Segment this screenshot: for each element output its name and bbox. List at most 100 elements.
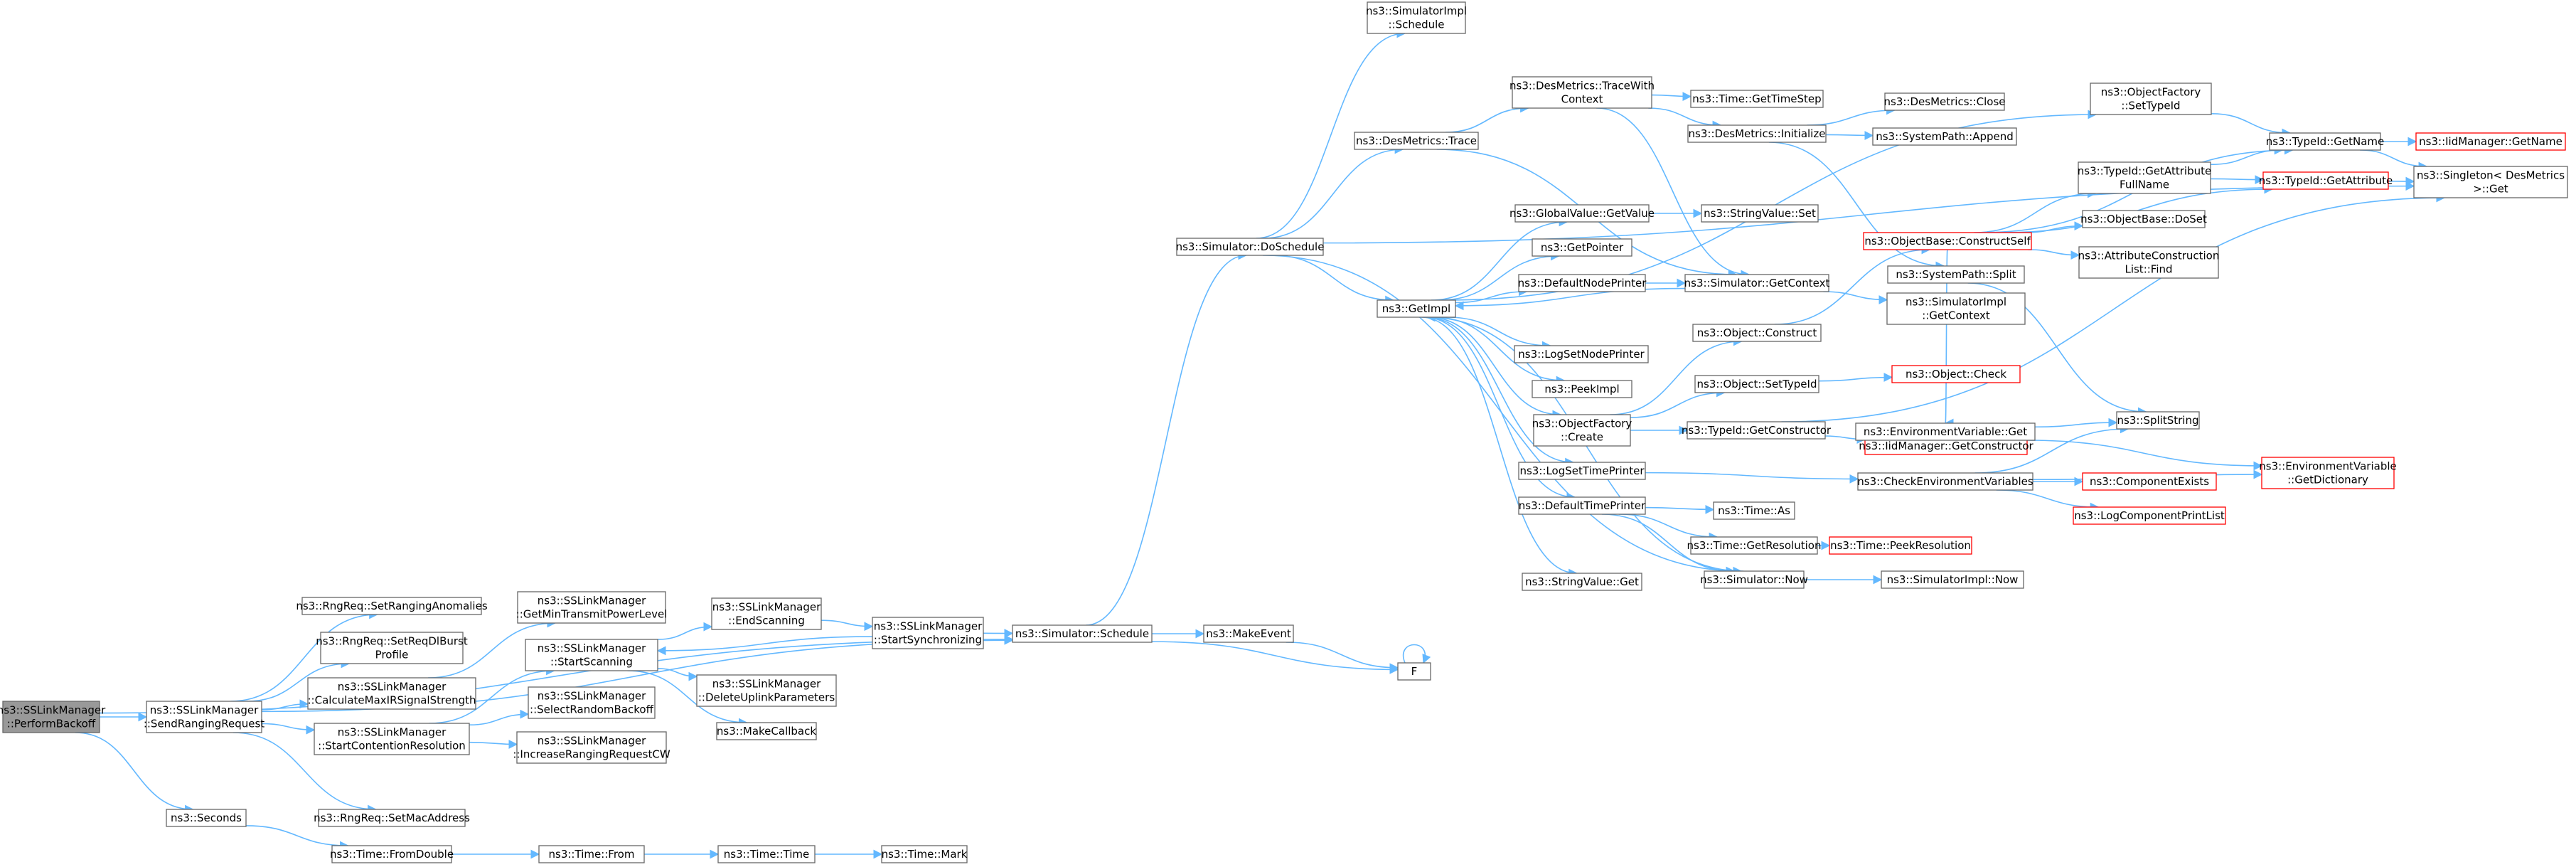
- node-getTimeStep[interactable]: ns3::Time::GetTimeStep: [1690, 90, 1824, 108]
- node-sysAppend[interactable]: ns3::SystemPath::Append: [1872, 127, 2017, 146]
- node-seconds[interactable]: ns3::Seconds: [166, 809, 247, 827]
- node-tidGetAttr[interactable]: ns3::TypeId::GetAttribute: [2259, 171, 2393, 190]
- node-desInit[interactable]: ns3::DesMetrics::Initialize: [1687, 124, 1827, 143]
- node-label: ns3::Time::Time: [724, 848, 810, 861]
- node-objConstruct[interactable]: ns3::Object::Construct: [1692, 324, 1822, 342]
- node-sysSplit[interactable]: ns3::SystemPath::Split: [1887, 265, 2025, 284]
- node-compExists[interactable]: ns3::ComponentExists: [2082, 472, 2217, 491]
- node-timeFrom[interactable]: ns3::Time::From: [538, 845, 645, 863]
- node-box: [1012, 624, 1153, 643]
- node-setRangAnom[interactable]: ns3::RngReq::SetRangingAnomalies: [296, 597, 488, 615]
- node-label: ns3::Time::Mark: [882, 848, 968, 861]
- node-calcMax[interactable]: ns3::SSLinkManager::CalculateMaxIRSignal…: [307, 677, 476, 710]
- node-makeCb[interactable]: ns3::MakeCallback: [716, 722, 817, 740]
- node-label: ::SelectRandomBackoff: [530, 703, 654, 716]
- node-iidGetName[interactable]: ns3::IidManager::GetName: [2415, 132, 2566, 151]
- node-box: [1397, 662, 1431, 681]
- node-incRang[interactable]: ns3::SSLinkManager::IncreaseRangingReque…: [513, 731, 670, 764]
- node-fromDouble[interactable]: ns3::Time::FromDouble: [330, 845, 454, 863]
- edge-doSchedule-to-desTrace: [1263, 144, 1404, 239]
- node-singleton[interactable]: ns3::Singleton< DesMetrics >::Get: [2413, 166, 2568, 198]
- node-obConstructSelf[interactable]: ns3::ObjectBase::ConstructSelf: [1863, 232, 2032, 250]
- node-timeMark[interactable]: ns3::Time::Mark: [881, 845, 968, 863]
- node-startScan[interactable]: ns3::SSLinkManager::StartScanning: [525, 639, 658, 671]
- node-peekImpl[interactable]: ns3::PeekImpl: [1532, 380, 1632, 398]
- node-obDoSet[interactable]: ns3::ObjectBase::DoSet: [2080, 210, 2207, 228]
- node-simGetCtx[interactable]: ns3::Simulator::GetContext: [1684, 274, 1830, 292]
- node-box: [717, 845, 816, 863]
- edge-ofCreate-to-objConstruct: [1610, 336, 1743, 415]
- node-doSchedule[interactable]: ns3::Simulator::DoSchedule: [1176, 238, 1325, 256]
- node-globalGet[interactable]: ns3::GlobalValue::GetValue: [1509, 204, 1655, 223]
- node-logSetNode[interactable]: ns3::LogSetNodePrinter: [1514, 345, 1649, 363]
- edge-startCont-to-incRang: [469, 740, 518, 749]
- node-envGet[interactable]: ns3::EnvironmentVariable::Get: [1855, 422, 2036, 441]
- node-label: ns3::SSLinkManager: [712, 678, 821, 691]
- node-root[interactable]: ns3::SSLinkManager::PerformBackoff: [0, 701, 106, 733]
- node-checkEnv[interactable]: ns3::CheckEnvironmentVariables: [1857, 472, 2033, 491]
- node-defTimePr[interactable]: ns3::DefaultTimePrinter: [1518, 496, 1646, 515]
- node-strSet[interactable]: ns3::StringValue::Set: [1701, 204, 1819, 223]
- node-startCont[interactable]: ns3::SSLinkManager::StartContentionResol…: [314, 723, 470, 755]
- node-implGetCtx[interactable]: ns3::SimulatorImpl::GetContext: [1886, 292, 2026, 325]
- node-tidGetName[interactable]: ns3::TypeId::GetName: [2266, 132, 2384, 151]
- node-label: ns3::Object::Check: [1906, 368, 2006, 381]
- node-desTrace[interactable]: ns3::DesMetrics::Trace: [1354, 132, 1479, 150]
- edge-logSetTime-to-checkEnv: [1645, 472, 1859, 484]
- node-splitString[interactable]: ns3::SplitString: [2116, 411, 2200, 430]
- node-sendRanging[interactable]: ns3::SSLinkManager::SendRangingRequest: [144, 701, 264, 733]
- node-implNow[interactable]: ns3::SimulatorImpl::Now: [1881, 570, 2024, 589]
- node-startSync[interactable]: ns3::SSLinkManager::StartSynchronizing: [872, 617, 984, 649]
- node-simSchedule[interactable]: ns3::Simulator::Schedule: [1012, 624, 1153, 643]
- node-logSetTime[interactable]: ns3::LogSetTimePrinter: [1518, 462, 1646, 480]
- node-timeAs[interactable]: ns3::Time::As: [1713, 501, 1795, 520]
- edge-envGet-to-envDict: [2024, 440, 2263, 471]
- node-ofSetTid[interactable]: ns3::ObjectFactory::SetTypeId: [2090, 83, 2212, 115]
- node-label: ns3::SystemPath::Append: [1876, 130, 2014, 143]
- node-logCompPrint[interactable]: ns3::LogComponentPrintList: [2073, 506, 2226, 525]
- node-endScan[interactable]: ns3::SSLinkManager::EndScanning: [711, 597, 822, 630]
- node-label: ns3::SSLinkManager: [338, 726, 447, 739]
- node-defNodePr[interactable]: ns3::DefaultNodePrinter: [1518, 274, 1647, 292]
- node-box: [1532, 238, 1632, 257]
- node-timeGetRes[interactable]: ns3::Time::GetResolution: [1687, 536, 1822, 555]
- node-getPointer[interactable]: ns3::GetPointer: [1532, 238, 1632, 257]
- node-F[interactable]: F: [1397, 662, 1431, 681]
- node-timeTime[interactable]: ns3::Time::Time: [717, 845, 816, 863]
- node-label: ::Schedule: [1388, 18, 1444, 31]
- node-envDict[interactable]: ns3::EnvironmentVariable::GetDictionary: [2259, 457, 2397, 489]
- node-getMinTx[interactable]: ns3::SSLinkManager::GetMinTransmitPowerL…: [516, 591, 668, 624]
- edge-F-to-F: [1403, 644, 1431, 664]
- node-label: Context: [1561, 93, 1603, 106]
- node-setMac[interactable]: ns3::RngReq::SetMacAddress: [314, 809, 470, 827]
- edge-desInit-to-sysSplit: [1768, 142, 1945, 271]
- node-label: ns3::SSLinkManager: [874, 620, 983, 633]
- node-strGet[interactable]: ns3::StringValue::Get: [1522, 573, 1642, 591]
- node-ofCreate[interactable]: ns3::ObjectFactory::Create: [1532, 414, 1632, 447]
- node-box: [1522, 573, 1642, 591]
- node-desClose[interactable]: ns3::DesMetrics::Close: [1884, 92, 2006, 111]
- node-makeEvent[interactable]: ns3::MakeEvent: [1203, 624, 1294, 643]
- node-label: ns3::ObjectBase::DoSet: [2080, 213, 2207, 225]
- node-tidGetCons[interactable]: ns3::TypeId::GetConstructor: [1682, 421, 1832, 440]
- node-peekRes[interactable]: ns3::Time::PeekResolution: [1829, 536, 1972, 555]
- edge-getImpl-to-ofCreate: [1428, 317, 1562, 420]
- node-getImpl[interactable]: ns3::GetImpl: [1377, 299, 1456, 318]
- edge-checkEnv-to-logCompPrint: [1996, 489, 2100, 512]
- node-label: ns3::ComponentExists: [2090, 475, 2209, 488]
- node-selRandom[interactable]: ns3::SSLinkManager::SelectRandomBackoff: [528, 686, 656, 719]
- node-objSetTid[interactable]: ns3::Object::SetTypeId: [1694, 375, 1819, 393]
- node-label: ::StartSynchronizing: [874, 634, 982, 647]
- node-objCheck[interactable]: ns3::Object::Check: [1891, 365, 2021, 383]
- node-simNow[interactable]: ns3::Simulator::Now: [1700, 570, 1808, 589]
- node-box: [2413, 166, 2568, 198]
- node-delUplink[interactable]: ns3::SSLinkManager::DeleteUplinkParamete…: [696, 674, 837, 707]
- node-label: ns3::StringValue::Set: [1704, 207, 1816, 220]
- node-label: ns3::Object::SetTypeId: [1697, 378, 1817, 390]
- node-label: ::GetContext: [1922, 309, 1990, 322]
- node-implSchedule[interactable]: ns3::SimulatorImpl::Schedule: [1366, 1, 1467, 34]
